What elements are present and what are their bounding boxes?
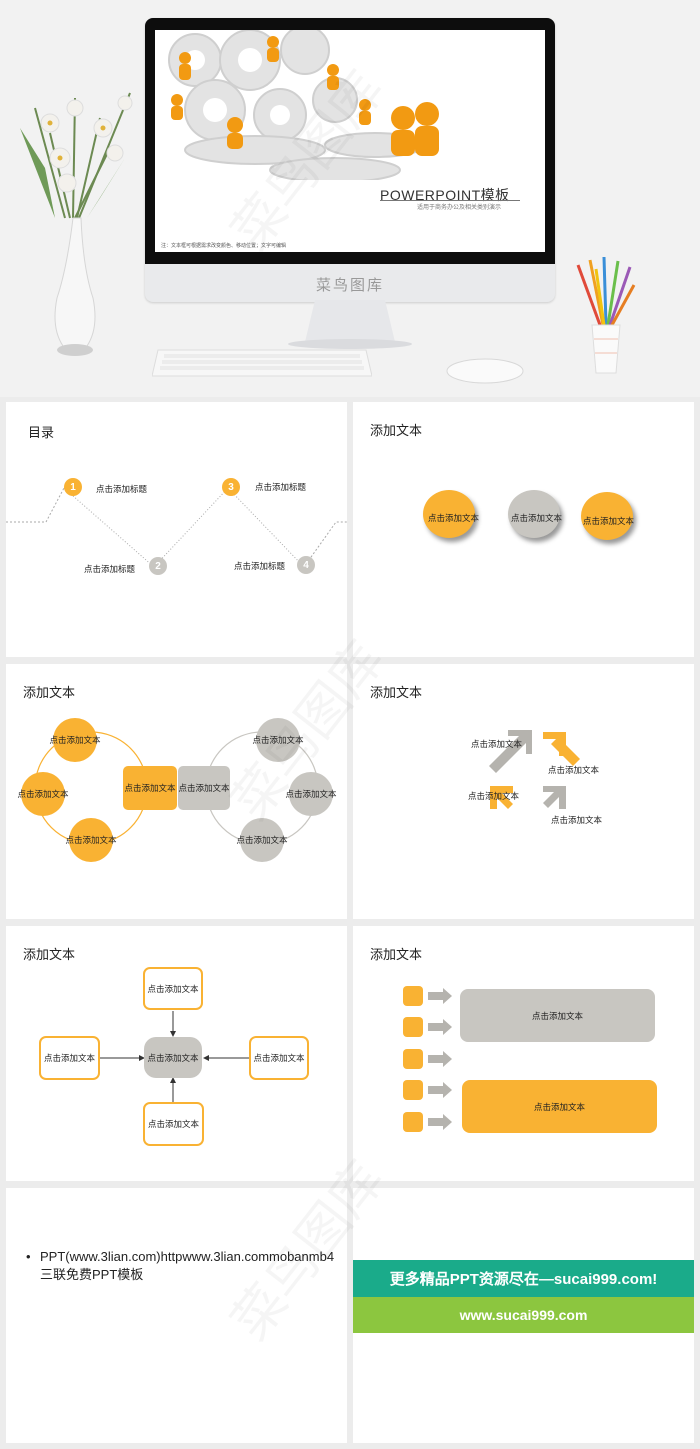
monitor-frame: POWERPOINT模板 适用于商务办公及相关类别演示 注：文本框可根据需求改变… (145, 18, 555, 302)
curl-label-3[interactable]: 点击添加文本 (583, 516, 635, 526)
credits-bullet: • PPT(www.3lian.com)httpwww.3lian.commob… (26, 1248, 335, 1284)
hub-box-top: 点击添加文本 (143, 967, 203, 1010)
bullet-square-5 (403, 1112, 423, 1132)
slide-arrows[interactable]: 添加文本 点击添加文本 点击添加文本 点击添加文本 点击添加文本 (353, 664, 694, 919)
right-circle-middle: 点击添加文本 (286, 772, 337, 816)
screen-title-rule (380, 200, 520, 201)
monitor-bezel: POWERPOINT模板 适用于商务办公及相关类别演示 注：文本框可根据需求改变… (145, 18, 555, 264)
promo-banner-top[interactable]: 更多精品PPT资源尽在—sucai999.com! (353, 1260, 694, 1297)
center-right-box: 点击添加文本 (178, 766, 230, 810)
pencil-cup-image (576, 256, 636, 374)
slide-credits[interactable]: • PPT(www.3lian.com)httpwww.3lian.commob… (6, 1188, 347, 1443)
hub-box-right: 点击添加文本 (249, 1036, 309, 1080)
hero-preview: POWERPOINT模板 适用于商务办公及相关类别演示 注：文本框可根据需求改变… (0, 0, 700, 397)
arrow-label-4[interactable]: 点击添加文本 (551, 815, 603, 825)
center-left-box: 点击添加文本 (123, 766, 177, 810)
right-circle-bottom: 点击添加文本 (237, 818, 288, 862)
slide-contents[interactable]: 目录 1 点击添加标题 2 点击添加标题 3 点击添加标题 4 点击添加标题 (6, 402, 347, 657)
left-circle-bottom: 点击添加文本 (66, 818, 117, 862)
hub-box-center: 点击添加文本 (144, 1037, 202, 1078)
slide-title: 添加文本 (370, 685, 423, 700)
contents-number-3: 3 (222, 478, 240, 496)
slide-circle-clusters[interactable]: 添加文本 点击添加文本 点击添加文本 点击添加文本 点击添加文本 点击添加文本 … (6, 664, 347, 919)
slide-title: 目录 (28, 425, 55, 440)
slide-title: 添加文本 (370, 947, 423, 962)
right-circle-top: 点击添加文本 (253, 718, 304, 762)
keyboard-image (152, 349, 372, 377)
left-circle-top: 点击添加文本 (50, 718, 101, 762)
curl-label-1[interactable]: 点击添加文本 (428, 513, 480, 523)
slide-promo[interactable]: 更多精品PPT资源尽在—sucai999.com! www.sucai999.c… (353, 1188, 694, 1443)
arrow-label-3[interactable]: 点击添加文本 (468, 791, 520, 801)
promo-banner-url[interactable]: www.sucai999.com (353, 1297, 694, 1333)
arrow-label-2[interactable]: 点击添加文本 (548, 765, 600, 775)
zigzag-connector (6, 487, 347, 568)
monitor-stand (288, 300, 412, 349)
slide-title: 添加文本 (23, 685, 76, 700)
four-arrows (489, 730, 580, 809)
slide-title: 添加文本 (370, 423, 423, 438)
screen-note: 注：文本框可根据需求改变颜色、移动位置；文字可编辑 (161, 243, 287, 249)
flower-vase-image (20, 92, 133, 356)
slide-hub-spoke[interactable]: 添加文本 点击添加文本 点击添加文本 点击添加文本 点击添加文本 点击添加文本 (6, 926, 347, 1181)
monitor-chin-label: 菜鸟图库 (315, 276, 384, 294)
slide-preview-screen: POWERPOINT模板 适用于商务办公及相关类别演示 注：文本框可根据需求改变… (155, 30, 545, 252)
arrow-label-1[interactable]: 点击添加文本 (471, 739, 523, 749)
gray-arrows (428, 988, 452, 1130)
curl-label-2[interactable]: 点击添加文本 (511, 513, 563, 523)
contents-item-1[interactable]: 点击添加标题 (96, 484, 148, 494)
contents-item-3[interactable]: 点击添加标题 (255, 482, 307, 492)
hub-box-bottom: 点击添加文本 (143, 1102, 204, 1146)
curl-circle-3 (581, 492, 633, 540)
hub-box-left: 点击添加文本 (39, 1036, 100, 1080)
curl-circle-2 (508, 490, 560, 538)
contents-item-4[interactable]: 点击添加标题 (234, 561, 286, 571)
screen-title: POWERPOINT模板 (380, 187, 510, 203)
hub-connectors (100, 1011, 249, 1102)
slide-title: 添加文本 (23, 947, 76, 962)
left-circle-middle: 点击添加文本 (18, 772, 69, 816)
contents-number-4: 4 (297, 556, 315, 574)
screen-subtitle: 适用于商务办公及相关类别演示 (417, 205, 502, 211)
slide-squares-bars[interactable]: 添加文本 点击添加文本 点击添加文本 (353, 926, 694, 1181)
bullet-square-3 (403, 1049, 423, 1069)
orange-text-box: 点击添加文本 (462, 1080, 657, 1133)
bullet-square-2 (403, 1017, 423, 1037)
gears-figures-image (168, 30, 439, 180)
gray-text-box: 点击添加文本 (460, 989, 655, 1042)
slide-curl-circles[interactable]: 添加文本 点击添加文本 点击添加文本 点击添加文本 (353, 402, 694, 657)
bullet-marker: • (26, 1249, 31, 1264)
credits-text[interactable]: PPT(www.3lian.com)httpwww.3lian.commoban… (40, 1249, 335, 1282)
contents-item-2[interactable]: 点击添加标题 (84, 564, 136, 574)
contents-number-1: 1 (64, 478, 82, 496)
bullet-square-4 (403, 1080, 423, 1100)
bullet-square-1 (403, 986, 423, 1006)
contents-number-2: 2 (149, 557, 167, 575)
mouse-image (446, 358, 524, 384)
curl-circle-1 (423, 490, 475, 538)
